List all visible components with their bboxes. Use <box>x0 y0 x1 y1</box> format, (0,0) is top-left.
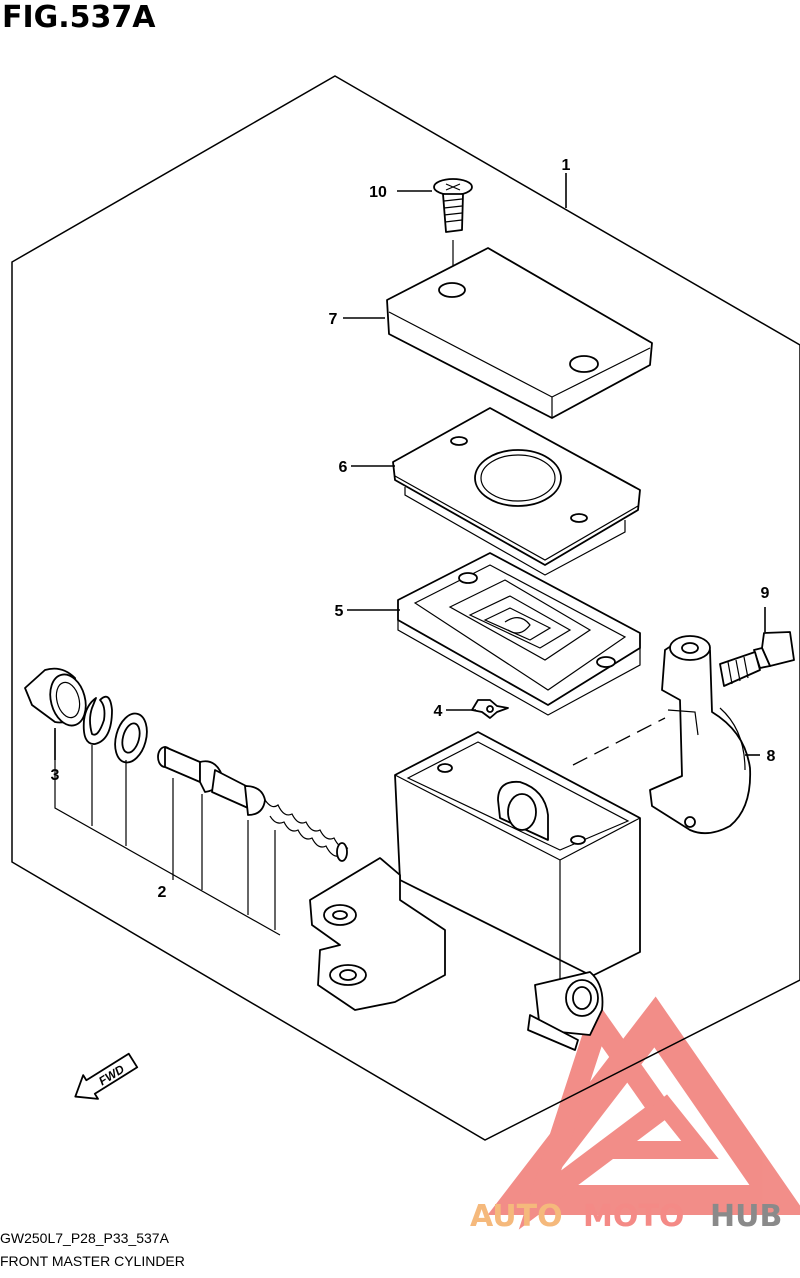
alignment-dashes <box>572 717 666 766</box>
watermark-moto: MOTO <box>583 1199 684 1234</box>
callout-4: 4 <box>434 703 443 720</box>
callout-10: 10 <box>369 184 387 201</box>
callout-3: 3 <box>51 767 60 784</box>
screw-part <box>433 178 473 290</box>
callout-9: 9 <box>761 585 770 602</box>
circlip-part <box>82 695 113 745</box>
clip-part <box>471 699 509 719</box>
callout-1: 1 <box>562 157 571 174</box>
watermark-hub: HUB <box>710 1199 782 1234</box>
callout-2: 2 <box>158 884 167 901</box>
washer-part <box>114 712 148 764</box>
diaphragm-part <box>397 552 641 716</box>
reservoir-cap-part <box>386 247 653 419</box>
master-cylinder-body <box>309 731 641 1051</box>
leader-lines <box>54 173 766 760</box>
diaphragm-plate-part <box>392 407 641 576</box>
callout-8: 8 <box>767 748 776 765</box>
fwd-arrow-icon: FWD <box>74 1052 139 1100</box>
holder-part <box>649 635 752 835</box>
callout-7: 7 <box>329 311 338 328</box>
callout-6: 6 <box>339 459 348 476</box>
watermark-text: AUTO MOTO HUB <box>470 1199 782 1234</box>
callout-5: 5 <box>335 603 344 620</box>
drawing-code: GW250L7_P28_P33_537A <box>0 1230 169 1246</box>
watermark-auto: AUTO <box>470 1199 563 1234</box>
watermark-logo <box>487 996 800 1230</box>
boot-part <box>24 667 87 727</box>
drawing-name: FRONT MASTER CYLINDER <box>0 1253 185 1269</box>
piston-part <box>157 746 349 862</box>
bolt-part <box>719 631 795 687</box>
figure-title: FIG.537A <box>2 0 156 35</box>
assembly-outline <box>11 75 800 1141</box>
